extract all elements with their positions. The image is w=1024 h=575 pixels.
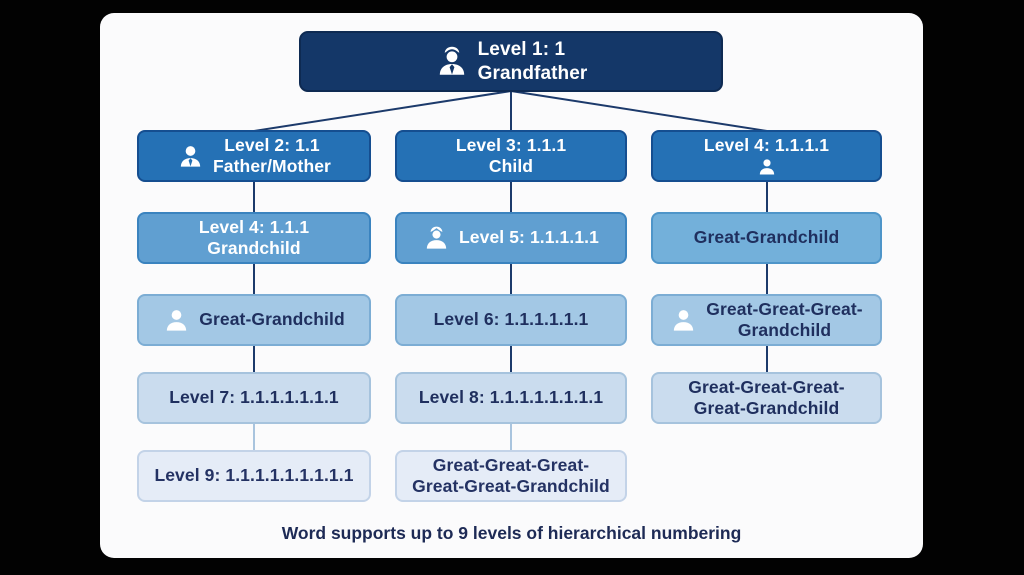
caption-text: Word supports up to 9 levels of hierarch… [281, 523, 742, 543]
node-great-grandchild-right: Great-Grandchild [651, 212, 882, 264]
node-line: Great-Grandchild [693, 227, 840, 248]
node-line: Level 1: 1 [477, 39, 566, 61]
node-line: Level 7: 1.1.1.1.1.1.1 [169, 387, 339, 408]
node-line: Great-Great-Great- [688, 376, 845, 397]
node-line: Level 4: 1.1.1.1 [703, 134, 830, 155]
node-line: Level 9: 1.1.1.1.1.1.1.1.1 [154, 465, 354, 486]
node-great5-grandchild: Great-Great-Great-Great-Great-Grandchild [395, 450, 627, 502]
person-icon [670, 307, 697, 334]
node-line: Level 5: 1.1.1.1.1 [459, 227, 599, 248]
node-great3-grandchild: Great-Great-Great-Grandchild [651, 294, 882, 346]
node-level-6: Level 6: 1.1.1.1.1.1 [395, 294, 627, 346]
node-line: Level 3: 1.1.1 [455, 134, 567, 155]
node-level-8: Level 8: 1.1.1.1.1.1.1.1 [395, 372, 627, 424]
node-line: Grandchild [207, 238, 301, 258]
node-line: Level 2: 1.1 [224, 134, 320, 155]
person-hair-icon [423, 225, 450, 252]
person-icon [163, 307, 190, 334]
node-line: Grandchild [737, 320, 832, 340]
node-line: Grandfather [477, 62, 588, 84]
node-line: Great-Great-Great- [432, 454, 590, 475]
node-level-5: Level 5: 1.1.1.1.1 [395, 212, 627, 264]
node-line: Great-Great-Grandchild [412, 476, 610, 496]
node-level-7: Level 7: 1.1.1.1.1.1.1 [137, 372, 371, 424]
node-level-4: Level 4: 1.1.1.1 [651, 130, 882, 182]
node-line: Great-Grandchild [199, 309, 345, 330]
node-line: Great-Grandchild [693, 398, 840, 418]
person-icon [757, 157, 777, 177]
node-line: Level 4: 1.1.1 [198, 216, 310, 237]
node-great4-grandchild: Great-Great-Great-Great-Grandchild [651, 372, 882, 424]
node-line: Great-Great-Great- [706, 298, 863, 319]
node-level-1: Level 1: 1 Grandfather [299, 31, 723, 92]
node-line: Father/Mother [213, 156, 331, 176]
person-tie-icon [177, 143, 204, 170]
node-line: Level 6: 1.1.1.1.1.1 [433, 309, 589, 330]
node-level-9: Level 9: 1.1.1.1.1.1.1.1.1 [137, 450, 371, 502]
node-great-grandchild-left: Great-Grandchild [137, 294, 371, 346]
person-tie-hat-icon [435, 45, 469, 79]
node-line: Level 8: 1.1.1.1.1.1.1.1 [418, 387, 604, 408]
node-line: Child [488, 156, 534, 176]
